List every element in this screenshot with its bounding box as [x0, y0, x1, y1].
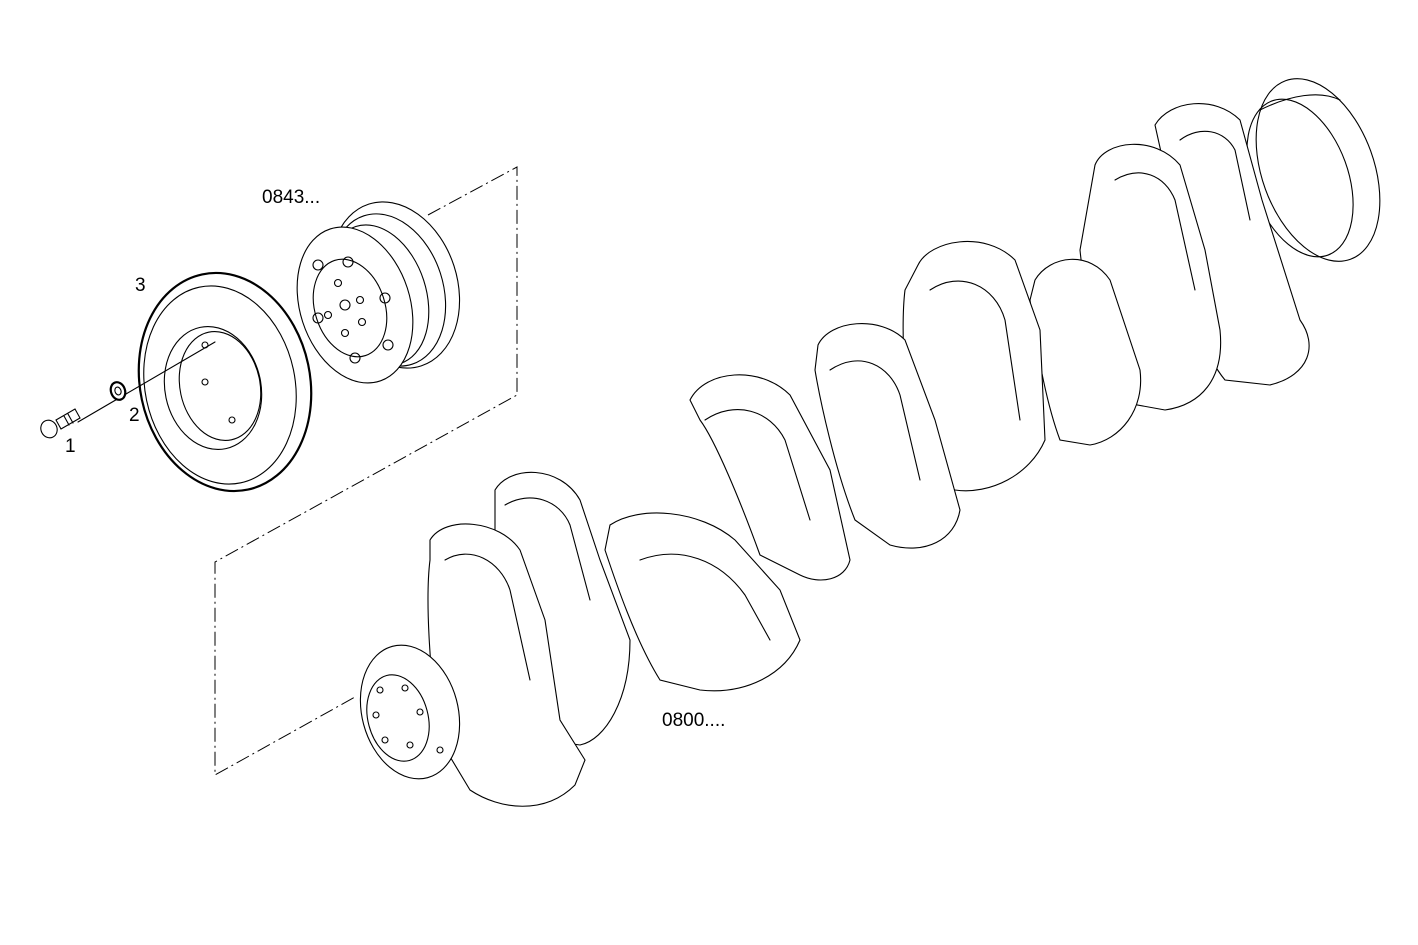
crankshaft: [359, 78, 1381, 807]
damper-ring: [137, 271, 313, 493]
label-crankshaft-ref: 0800....: [662, 710, 725, 731]
pulley: [296, 201, 461, 384]
label-part-3: 3: [135, 275, 146, 296]
label-part-1: 1: [65, 436, 76, 457]
assembly-reference-frame: [214, 166, 518, 776]
bolt: [40, 408, 81, 439]
label-part-2: 2: [129, 405, 140, 426]
label-pulley-ref: 0843...: [262, 187, 320, 208]
washer: [109, 381, 127, 401]
